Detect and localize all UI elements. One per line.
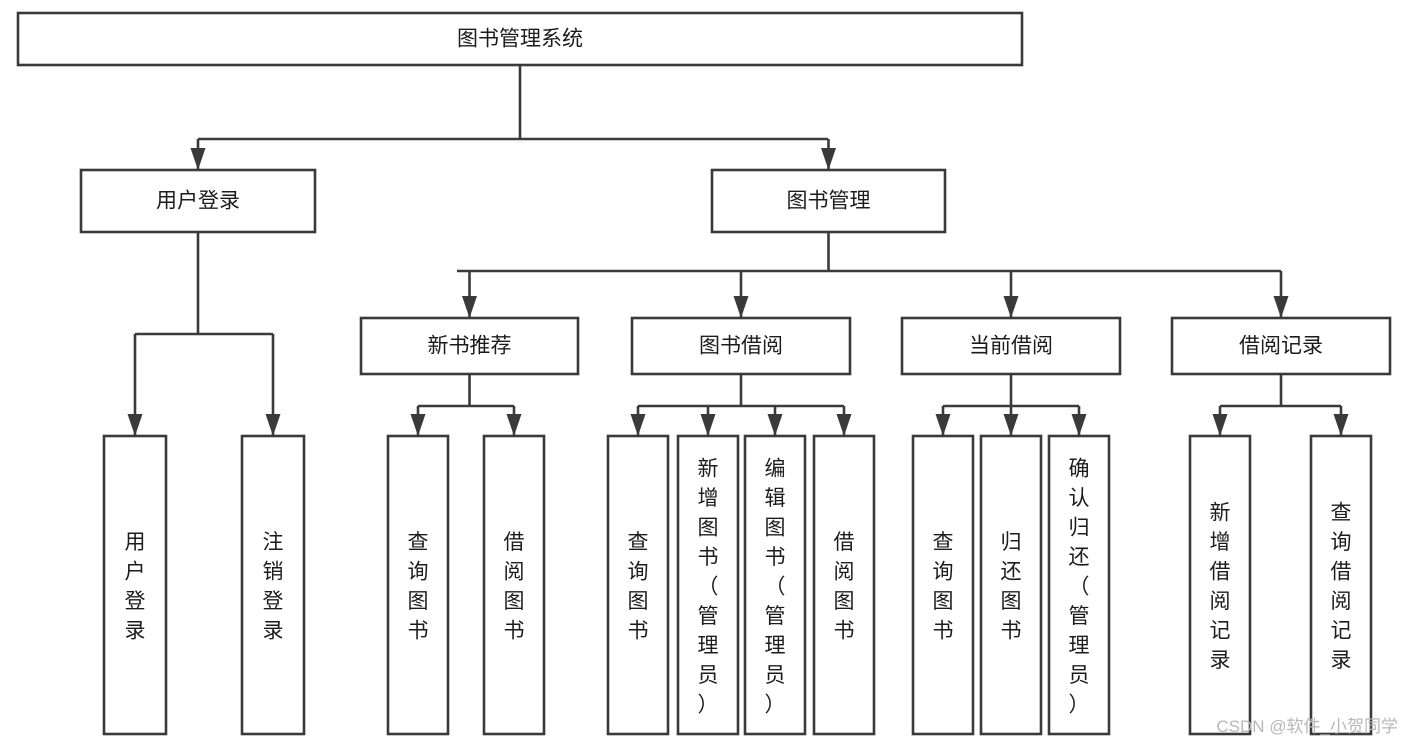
arrow-icon-new-book-recommend [462,296,477,318]
node-leaf-query-book-current[interactable]: 查询图书 [911,434,975,736]
node-label-leaf-logout: 注销登录 [263,531,284,643]
node-leaf-confirm-return[interactable]: 确认归还（管理员） [1047,434,1111,736]
arrow-icon-leaf-query-book-borrow [630,414,646,436]
node-box-leaf-return-book[interactable] [979,434,1043,736]
node-box-borrow-records[interactable] [1170,316,1392,376]
node-borrow-records[interactable]: 借阅记录 [1170,316,1392,376]
node-box-leaf-add-borrow-record[interactable] [1188,434,1252,736]
node-root[interactable]: 图书管理系统 [16,11,1024,67]
arrow-icon-leaf-borrow-book-recommend [506,414,522,436]
node-label-leaf-borrow-book: 借阅图书 [834,531,855,643]
arrow-icon-leaf-confirm-return [1071,414,1087,436]
node-box-leaf-confirm-return[interactable] [1047,434,1111,736]
node-new-book-recommend[interactable]: 新书推荐 [359,316,580,376]
node-label-book-management: 图书管理 [787,190,871,213]
node-box-leaf-borrow-book-recommend[interactable] [482,434,546,736]
node-book-management[interactable]: 图书管理 [710,168,947,234]
arrow-icon-leaf-query-book-current [935,414,951,436]
node-box-leaf-borrow-book[interactable] [812,434,876,736]
arrow-icon-leaf-borrow-book [836,414,852,436]
node-label-leaf-add-borrow-record: 新增借阅记录 [1210,502,1231,673]
node-box-leaf-user-login[interactable] [102,434,168,736]
node-leaf-return-book[interactable]: 归还图书 [979,434,1043,736]
node-box-book-borrow[interactable] [630,316,852,376]
arrow-icon-leaf-add-borrow-record [1212,414,1228,436]
node-label-borrow-records: 借阅记录 [1239,335,1323,358]
node-current-borrow[interactable]: 当前借阅 [900,316,1122,376]
arrow-icon-leaf-user-login [127,414,143,436]
node-label-leaf-query-book-current: 查询图书 [933,531,954,643]
node-label-book-borrow: 图书借阅 [699,335,783,358]
node-label-leaf-query-borrow-record: 查询借阅记录 [1331,502,1352,673]
node-box-leaf-query-book-recommend[interactable] [386,434,450,736]
node-label-new-book-recommend: 新书推荐 [428,335,512,358]
node-box-leaf-query-borrow-record[interactable] [1309,434,1373,736]
node-label-leaf-edit-book: 编辑图书（管理员） [765,457,786,716]
node-label-leaf-borrow-book-recommend: 借阅图书 [504,531,525,643]
node-leaf-query-borrow-record[interactable]: 查询借阅记录 [1309,434,1373,736]
arrow-icon-book-borrow [733,296,749,318]
node-box-leaf-edit-book[interactable] [743,434,807,736]
node-label-leaf-query-book-recommend: 查询图书 [408,531,429,643]
node-book-borrow[interactable]: 图书借阅 [630,316,852,376]
node-box-book-management[interactable] [710,168,947,234]
node-label-leaf-confirm-return: 确认归还（管理员） [1069,457,1090,716]
node-leaf-add-book[interactable]: 新增图书（管理员） [676,434,740,736]
node-label-leaf-add-book: 新增图书（管理员） [698,457,719,716]
node-leaf-query-book-borrow[interactable]: 查询图书 [606,434,670,736]
node-label-current-borrow: 当前借阅 [969,335,1053,358]
node-box-new-book-recommend[interactable] [359,316,580,376]
node-user-login[interactable]: 用户登录 [79,168,317,234]
node-label-root: 图书管理系统 [457,28,583,51]
arrow-icon-leaf-edit-book [767,414,783,436]
node-box-leaf-query-book-borrow[interactable] [606,434,670,736]
node-label-leaf-query-book-borrow: 查询图书 [628,531,649,643]
arrow-icon-leaf-query-book-recommend [410,414,426,436]
node-box-user-login[interactable] [79,168,317,234]
connector-layer [127,65,1349,436]
arrow-icon-current-borrow [1003,296,1019,318]
arrow-icon-leaf-add-book [700,414,716,436]
arrow-icon-leaf-logout [265,414,281,436]
node-leaf-borrow-book[interactable]: 借阅图书 [812,434,876,736]
arrow-icon-user-login [190,148,206,170]
node-box-current-borrow[interactable] [900,316,1122,376]
arrow-icon-leaf-query-borrow-record [1333,414,1349,436]
watermark-label: CSDN @软件_小贺同学 [1216,717,1398,736]
node-box-leaf-query-book-current[interactable] [911,434,975,736]
node-label-leaf-return-book: 归还图书 [1001,531,1022,643]
arrow-icon-borrow-records [1273,296,1289,318]
node-leaf-logout[interactable]: 注销登录 [240,434,306,736]
node-leaf-add-borrow-record[interactable]: 新增借阅记录 [1188,434,1252,736]
arrow-icon-book-management [821,148,836,170]
node-leaf-borrow-book-recommend[interactable]: 借阅图书 [482,434,546,736]
node-leaf-edit-book[interactable]: 编辑图书（管理员） [743,434,807,736]
arrow-icon-leaf-return-book [1003,414,1019,436]
node-label-leaf-user-login: 用户登录 [125,531,146,643]
node-leaf-query-book-recommend[interactable]: 查询图书 [386,434,450,736]
node-label-user-login: 用户登录 [156,190,240,213]
node-box-root[interactable] [16,11,1024,67]
node-box-leaf-logout[interactable] [240,434,306,736]
node-layer: 图书管理系统用户登录图书管理新书推荐图书借阅当前借阅借阅记录用户登录注销登录查询… [16,11,1392,736]
node-box-leaf-add-book[interactable] [676,434,740,736]
node-leaf-user-login[interactable]: 用户登录 [102,434,168,736]
